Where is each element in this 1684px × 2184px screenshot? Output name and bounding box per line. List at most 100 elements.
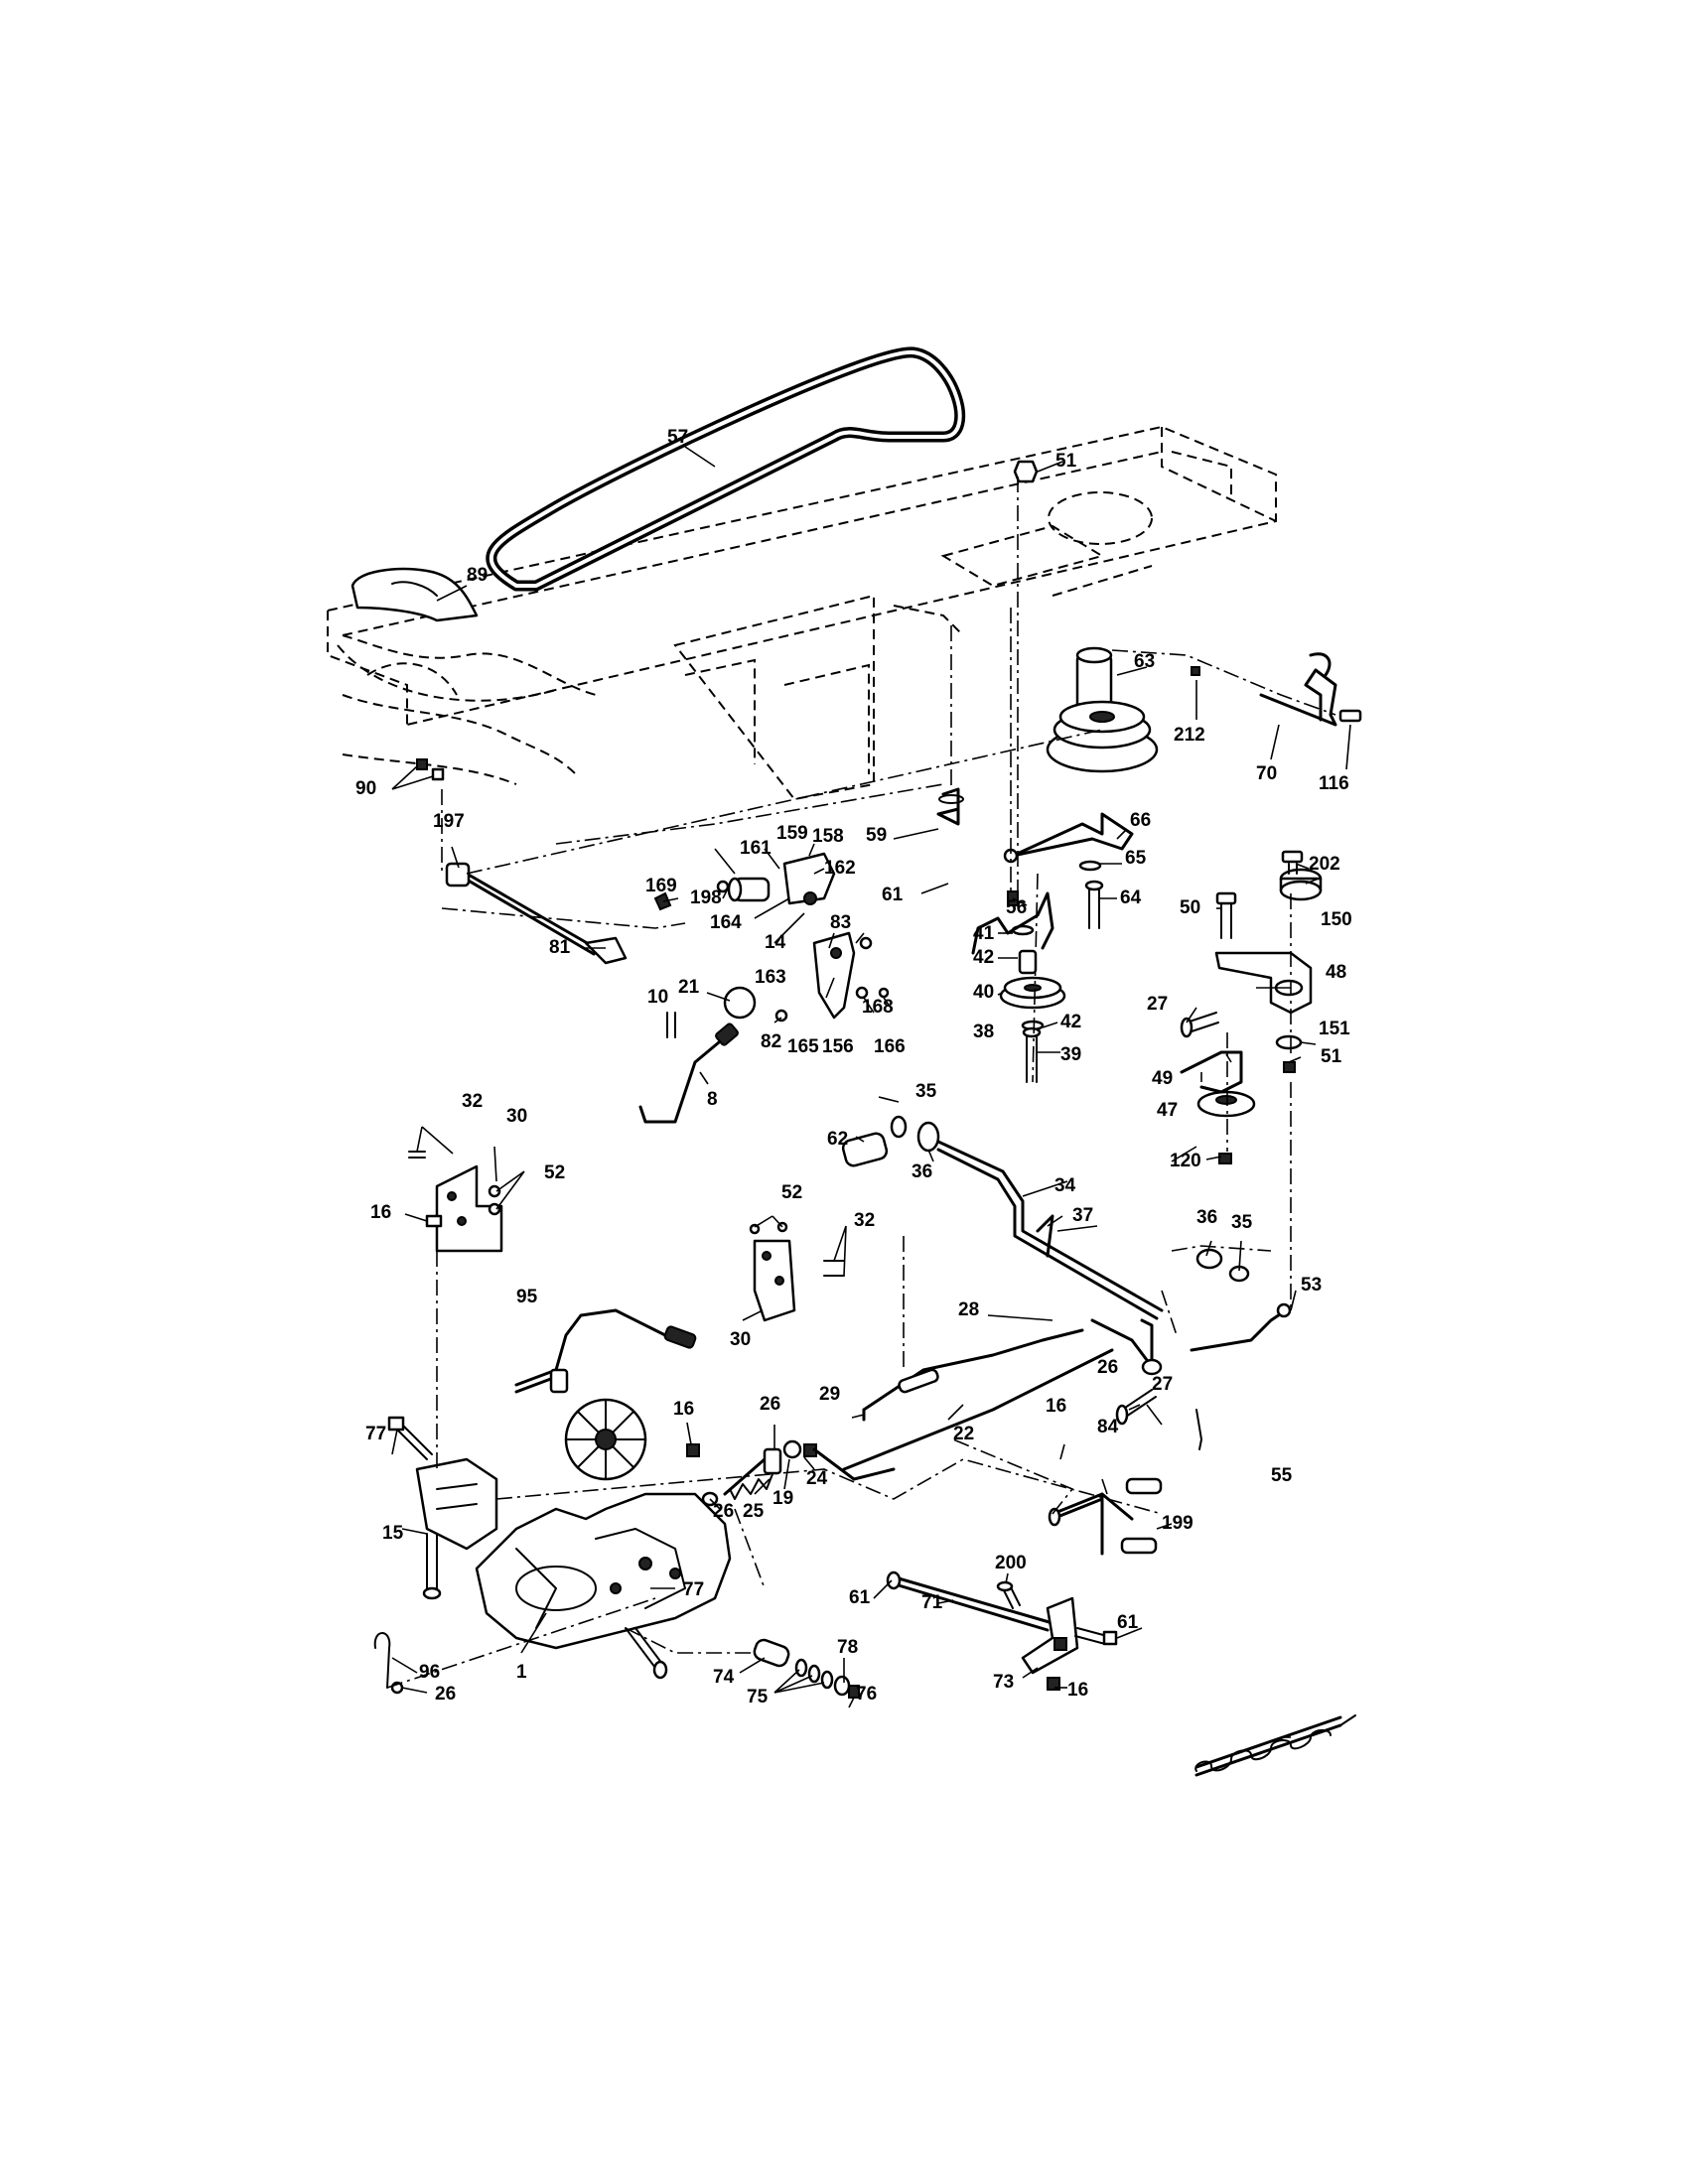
label-165: 165 xyxy=(787,1036,819,1057)
linkage-71 xyxy=(886,1570,1118,1691)
label-34: 34 xyxy=(1054,1175,1076,1196)
label-96: 96 xyxy=(419,1662,440,1683)
label-158: 158 xyxy=(812,826,844,847)
label-19: 19 xyxy=(772,1488,793,1509)
label-200: 200 xyxy=(995,1553,1027,1573)
label-27b: 27 xyxy=(1152,1374,1173,1395)
label-32b: 32 xyxy=(854,1210,875,1231)
label-36a: 36 xyxy=(912,1161,932,1182)
label-26a: 26 xyxy=(1097,1357,1118,1378)
label-71: 71 xyxy=(921,1592,943,1613)
label-28: 28 xyxy=(958,1299,979,1320)
label-57: 57 xyxy=(667,427,688,448)
label-64: 64 xyxy=(1120,887,1142,908)
label-41: 41 xyxy=(973,923,995,944)
label-40: 40 xyxy=(973,982,994,1003)
body-outline xyxy=(342,634,597,785)
label-30a: 30 xyxy=(506,1106,527,1127)
transaxle xyxy=(387,1398,732,1680)
label-120: 120 xyxy=(1170,1151,1201,1171)
label-37: 37 xyxy=(1072,1205,1093,1226)
label-48: 48 xyxy=(1326,962,1346,983)
label-95: 95 xyxy=(516,1287,538,1307)
control-rods xyxy=(842,1318,1202,1471)
label-164: 164 xyxy=(710,912,742,933)
label-27a: 27 xyxy=(1147,994,1168,1015)
label-202: 202 xyxy=(1309,854,1340,875)
label-39: 39 xyxy=(1060,1044,1081,1065)
bracket-30-middle xyxy=(749,1221,845,1322)
label-61a: 61 xyxy=(882,885,904,905)
label-52b: 52 xyxy=(781,1182,802,1203)
label-26c: 26 xyxy=(713,1501,734,1522)
shift-linkage xyxy=(445,852,890,1124)
label-10: 10 xyxy=(647,987,668,1008)
spindle-assembly xyxy=(999,460,1159,1083)
spring-55 xyxy=(1194,1714,1356,1777)
label-70: 70 xyxy=(1256,763,1277,784)
label-90: 90 xyxy=(355,778,376,799)
label-42b: 42 xyxy=(1060,1012,1081,1032)
label-78: 78 xyxy=(837,1637,858,1658)
label-52a: 52 xyxy=(544,1162,565,1183)
label-leaders xyxy=(391,446,1351,1738)
label-166: 166 xyxy=(874,1036,906,1057)
label-61c: 61 xyxy=(1117,1612,1139,1633)
label-163: 163 xyxy=(755,967,786,988)
label-168: 168 xyxy=(862,997,894,1018)
label-21: 21 xyxy=(678,977,700,998)
label-42a: 42 xyxy=(973,947,994,968)
label-24: 24 xyxy=(806,1468,828,1489)
label-162: 162 xyxy=(824,858,856,879)
label-47: 47 xyxy=(1157,1100,1178,1121)
label-36b: 36 xyxy=(1196,1207,1217,1228)
label-150: 150 xyxy=(1321,909,1352,930)
label-169: 169 xyxy=(645,876,677,896)
label-26d: 26 xyxy=(435,1684,456,1705)
hw-90 xyxy=(416,758,445,781)
label-161: 161 xyxy=(740,838,772,859)
bypass-lever xyxy=(514,1308,697,1394)
label-75: 75 xyxy=(747,1687,769,1707)
idler-assembly xyxy=(1180,850,1323,1164)
label-77a: 77 xyxy=(365,1424,386,1444)
label-14: 14 xyxy=(765,932,786,953)
label-51a: 51 xyxy=(1055,451,1077,472)
label-62: 62 xyxy=(827,1129,848,1150)
label-22: 22 xyxy=(953,1424,974,1444)
label-16c: 16 xyxy=(673,1399,694,1420)
label-198: 198 xyxy=(690,887,722,908)
label-16b: 16 xyxy=(1046,1396,1066,1417)
label-16d: 16 xyxy=(1067,1680,1088,1701)
label-84: 84 xyxy=(1097,1417,1119,1437)
label-74: 74 xyxy=(713,1667,735,1688)
label-65: 65 xyxy=(1125,848,1147,869)
label-159: 159 xyxy=(776,823,808,844)
label-51b: 51 xyxy=(1321,1046,1342,1067)
label-55: 55 xyxy=(1271,1465,1293,1486)
label-59: 59 xyxy=(866,825,887,846)
bracket-30-left xyxy=(408,1151,503,1253)
label-76: 76 xyxy=(856,1684,877,1705)
label-83: 83 xyxy=(830,912,851,933)
label-197: 197 xyxy=(433,811,465,832)
label-199: 199 xyxy=(1162,1513,1193,1534)
spring-25-assy xyxy=(701,1439,896,1507)
label-49: 49 xyxy=(1152,1068,1173,1089)
label-73: 73 xyxy=(993,1672,1014,1693)
label-89: 89 xyxy=(467,565,488,586)
label-61b: 61 xyxy=(849,1587,871,1608)
label-32a: 32 xyxy=(462,1091,483,1112)
label-16a: 16 xyxy=(370,1202,391,1223)
shift-plate xyxy=(351,567,479,622)
belt-guides xyxy=(936,652,1362,955)
label-29: 29 xyxy=(819,1384,840,1405)
label-77b: 77 xyxy=(683,1579,704,1600)
part-labels: 57 51 89 63 212 70 116 90 197 59 66 65 6… xyxy=(355,427,1352,1707)
label-66: 66 xyxy=(1130,810,1151,831)
label-26b: 26 xyxy=(760,1394,780,1415)
label-81: 81 xyxy=(549,937,571,958)
label-151: 151 xyxy=(1319,1019,1350,1039)
label-35a: 35 xyxy=(915,1081,937,1102)
